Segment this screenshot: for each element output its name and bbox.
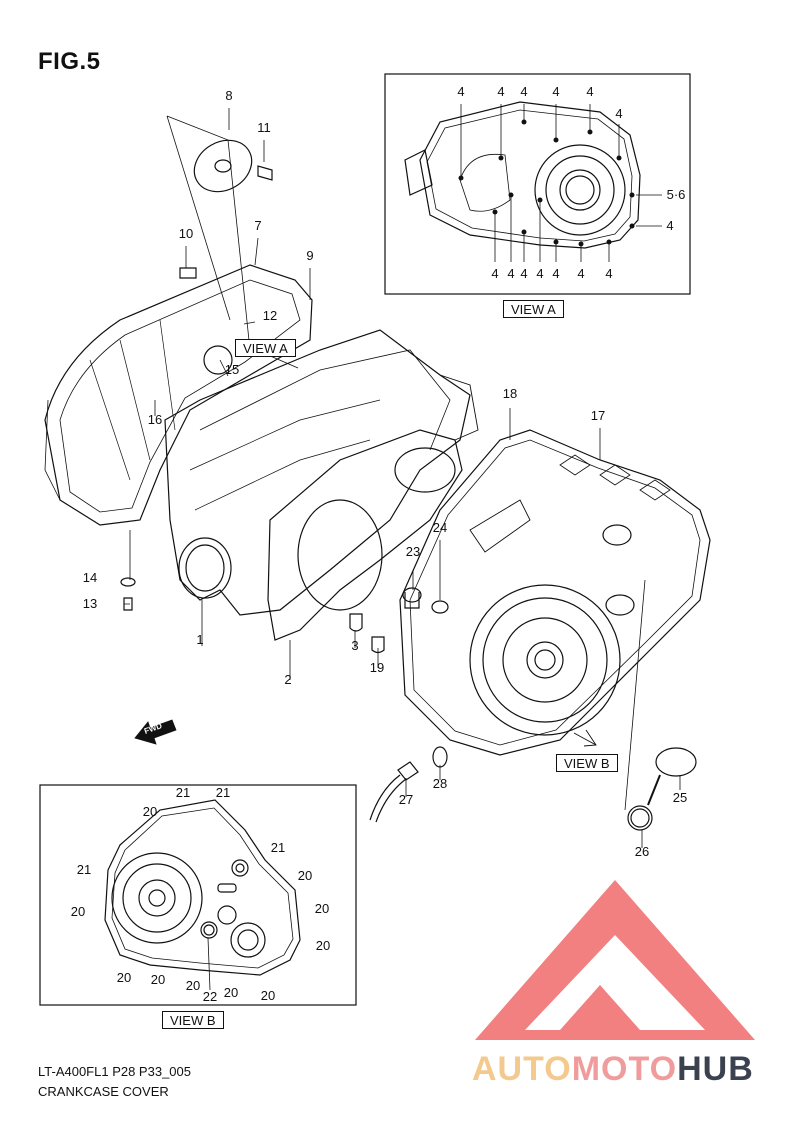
part-label-vb_20: 20 [116,970,132,985]
part-label-vb_22: 22 [202,989,218,1004]
part-label-va_4: 4 [552,84,560,99]
part-label-va_56: 5·6 [666,187,686,202]
part-label-p19: 19 [369,660,385,675]
figure-title: FIG.5 [38,48,101,75]
watermark-wordmark: AUTOMOTOHUB [472,1050,754,1089]
part-label-vb_20: 20 [150,972,166,987]
part-label-p27: 27 [398,792,414,807]
part-label-va_4: 4 [520,266,528,281]
part-label-p1: 1 [196,632,204,647]
part-label-va_4: 4 [491,266,499,281]
part-label-va_4: 4 [552,266,560,281]
part-label-p10: 10 [178,226,194,241]
part-label-p25: 25 [672,790,688,805]
view-a-caption: VIEW A [503,300,564,318]
watermark-word-part2: MOTO [571,1050,678,1088]
part-label-p23: 23 [405,544,421,559]
part-label-p28: 28 [432,776,448,791]
watermark-word-part1: AUTO [472,1050,572,1088]
part-label-va_4: 4 [520,84,528,99]
part-label-vb_20: 20 [185,978,201,993]
watermark-logo-mark [475,880,755,1040]
figure-code: LT-A400FL1 P28 P33_005 [38,1064,191,1079]
part-label-p11: 11 [257,120,271,135]
part-label-p15: 15 [224,362,240,377]
part-label-p16: 16 [147,412,163,427]
part-label-vb_20: 20 [223,985,239,1000]
part-label-vb_20: 20 [314,901,330,916]
part-label-p2: 2 [284,672,292,687]
part-label-va_4: 4 [605,266,613,281]
part-label-p7: 7 [254,218,262,233]
part-label-vb_20: 20 [70,904,86,919]
part-label-vb_21: 21 [175,785,191,800]
part-label-vb_21: 21 [76,862,92,877]
part-label-vb_20: 20 [297,868,313,883]
part-label-p26: 26 [634,844,650,859]
part-label-vb_20: 20 [142,804,158,819]
view-b-caption: VIEW B [162,1011,224,1029]
part-label-p24: 24 [432,520,448,535]
view-b-callout: VIEW B [556,754,618,772]
part-label-vb_21: 21 [215,785,231,800]
part-label-va_4: 4 [666,218,674,233]
part-label-p18: 18 [502,386,518,401]
part-label-va_4: 4 [507,266,515,281]
part-label-p9: 9 [306,248,314,263]
view-a-callout: VIEW A [235,339,296,357]
part-label-p3: 3 [351,638,359,653]
part-label-p13: 13 [82,596,98,611]
part-label-vb_20: 20 [260,988,276,1003]
part-label-p17: 17 [590,408,606,423]
part-label-va_4: 4 [497,84,505,99]
part-label-va_4: 4 [536,266,544,281]
view-b-detail [39,784,357,1006]
part-label-p14: 14 [82,570,98,585]
figure-caption: CRANKCASE COVER [38,1084,169,1099]
watermark-word-part3: HUB [677,1050,754,1088]
view-a-detail [384,73,691,295]
part-label-vb_21: 21 [270,840,286,855]
main-exploded-view [44,108,711,848]
part-label-p12: 12 [262,308,278,323]
part-label-va_4: 4 [615,106,623,121]
part-label-va_4: 4 [586,84,594,99]
part-label-va_4: 4 [577,266,585,281]
part-label-p8: 8 [225,88,233,103]
part-label-va_4: 4 [457,84,465,99]
part-label-vb_20: 20 [315,938,331,953]
